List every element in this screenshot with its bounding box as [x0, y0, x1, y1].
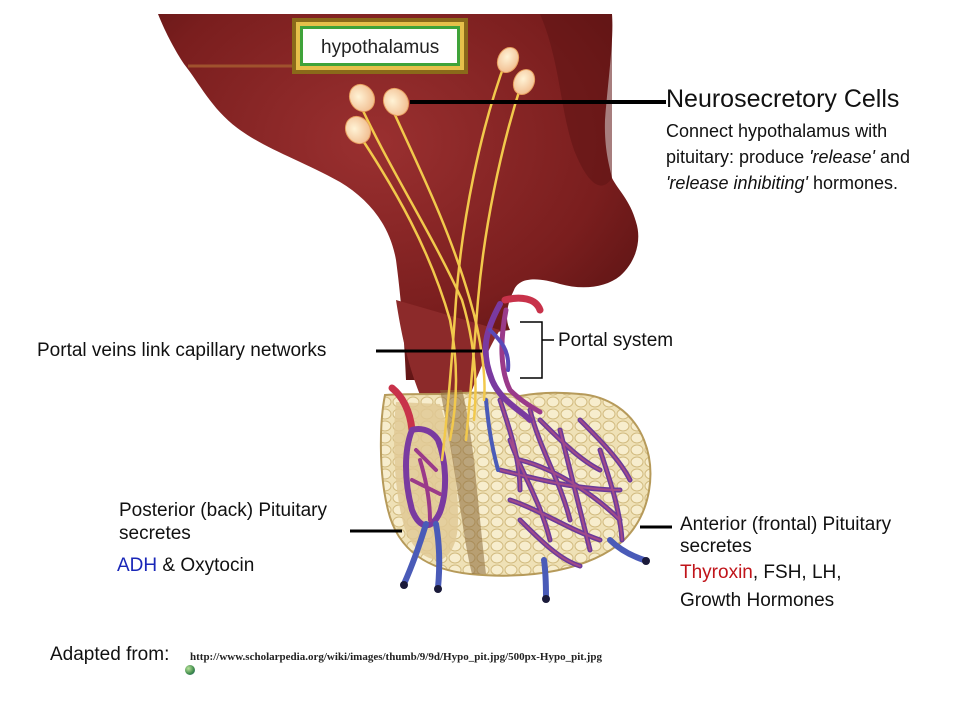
fsh-lh-text: , FSH, LH, [752, 562, 842, 583]
neurosecretory-cell-bodies [344, 46, 536, 145]
line2-end: and [875, 147, 911, 167]
anterior-capillary-network [497, 397, 633, 569]
hypothalamus-label: hypothalamus [321, 37, 440, 58]
release-term: 'release' [809, 147, 875, 167]
neurosecretory-axons [354, 58, 524, 462]
anterior-secretes: secretes [680, 536, 752, 557]
globe-icon [185, 665, 195, 675]
posterior-label: Posterior (back) Pituitary [119, 500, 328, 521]
neurosecretory-line-2: pituitary: produce 'release' and [666, 144, 910, 170]
line3-end: hormones. [807, 173, 899, 193]
release-inhibiting-term: 'release inhibiting' [666, 173, 808, 193]
neurosecretory-description: Connect hypothalamus with pituitary: pro… [666, 118, 910, 196]
anterior-hormones: Thyroxin, FSH, LH, [680, 562, 842, 585]
blue-veins [401, 398, 647, 601]
portal-veins [482, 294, 544, 423]
source-url-link[interactable]: http://www.scholarpedia.org/wiki/images/… [190, 651, 602, 663]
posterior-capillary-network [388, 384, 449, 529]
portal-veins-label: Portal veins link capillary networks [37, 340, 327, 361]
portal-system-label: Portal system [558, 330, 674, 351]
adapted-from-label: Adapted from: [50, 644, 170, 665]
adh-term: ADH [117, 555, 158, 576]
line2-text: pituitary: produce [666, 147, 810, 167]
brain-fold [540, 14, 612, 186]
neurosecretory-title: Neurosecretory Cells [666, 85, 900, 113]
growth-hormones: Growth Hormones [680, 590, 835, 611]
neurosecretory-line-3: 'release inhibiting' hormones. [666, 170, 910, 196]
anterior-label: Anterior (frontal) Pituitary [680, 514, 892, 535]
posterior-secretes: secretes [119, 523, 191, 544]
posterior-hormones: ADH & Oxytocin [117, 555, 254, 578]
hypothalamus-label-box: hypothalamus [292, 18, 468, 74]
oxytocin-text: & Oxytocin [157, 555, 255, 576]
leader-lines [188, 64, 672, 533]
thyroxin-term: Thyroxin [680, 562, 753, 583]
hypothalamus-label-frame: hypothalamus [300, 26, 460, 66]
neurosecretory-line-1: Connect hypothalamus with [666, 121, 888, 141]
